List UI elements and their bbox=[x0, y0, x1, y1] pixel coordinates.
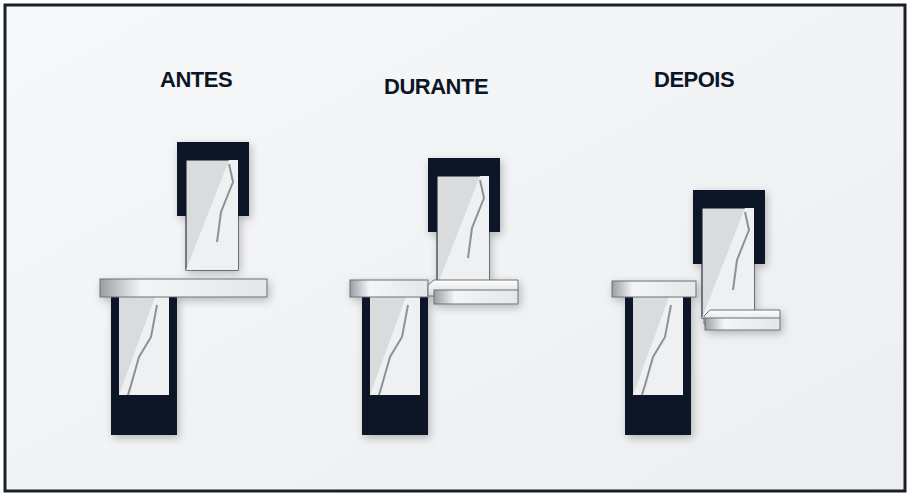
stage-label: DURANTE bbox=[384, 74, 488, 100]
stage-label: ANTES bbox=[160, 67, 232, 93]
stage-label: DEPOIS bbox=[654, 67, 734, 93]
